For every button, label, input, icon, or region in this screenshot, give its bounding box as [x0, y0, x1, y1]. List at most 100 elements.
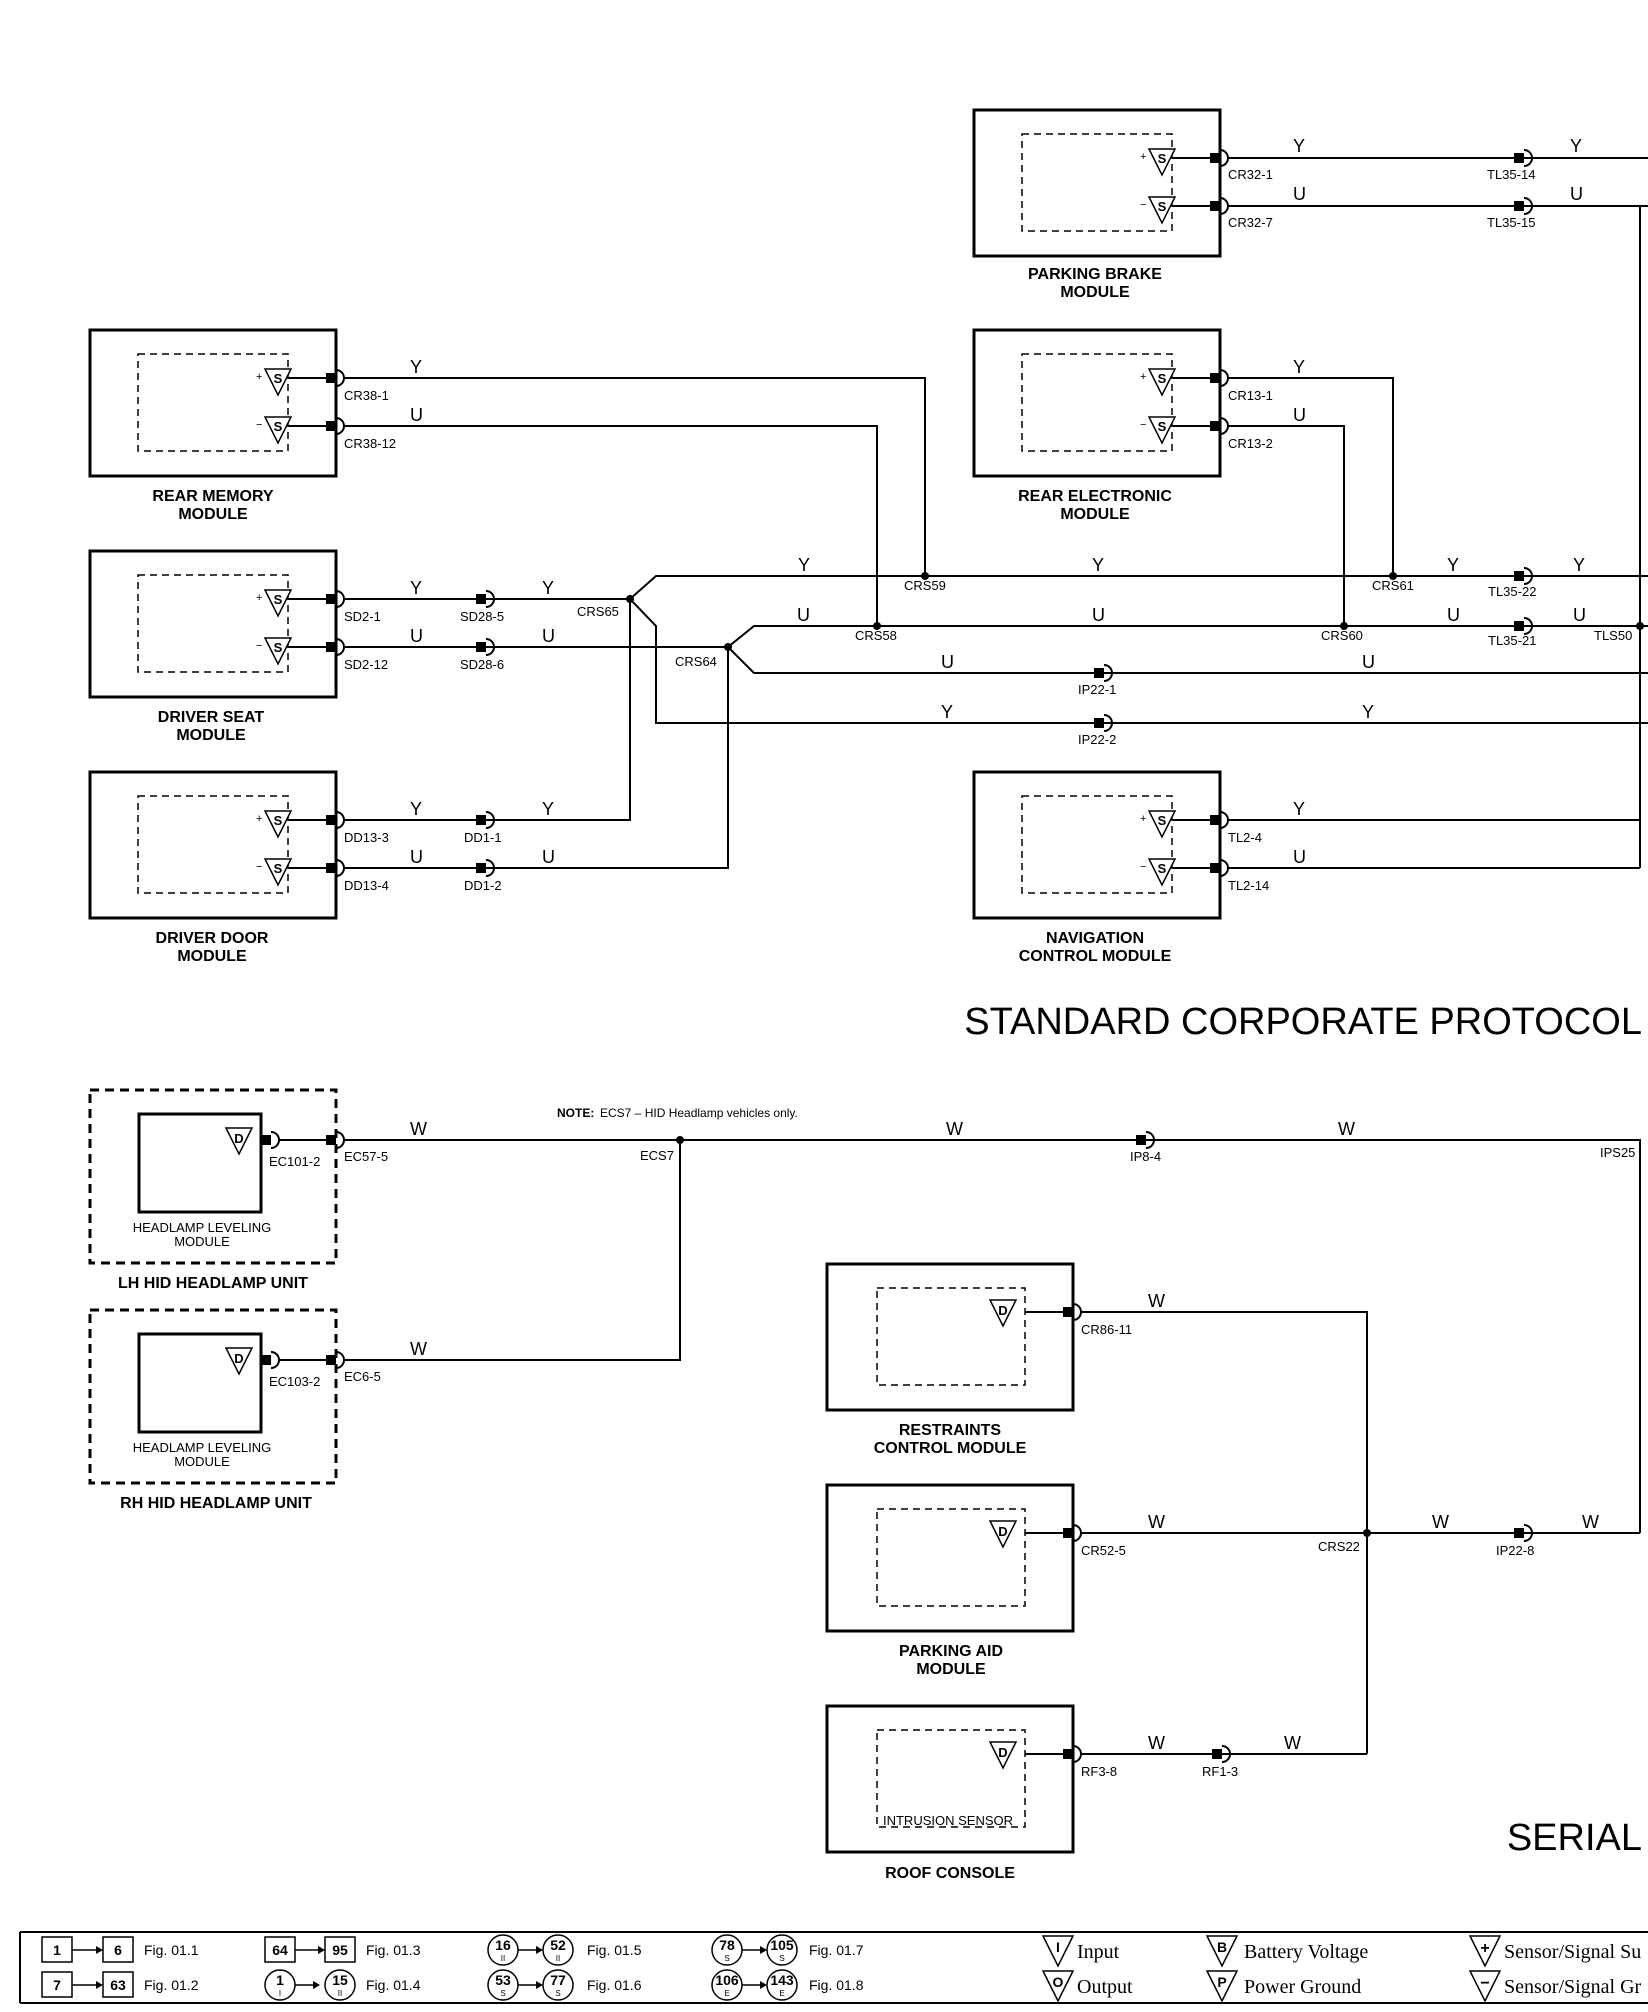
svg-text:53: 53	[495, 1972, 511, 1988]
svg-text:CR38-12: CR38-12	[344, 436, 396, 451]
svg-text:IP22-8: IP22-8	[1496, 1543, 1534, 1558]
rear-memory-module[interactable]	[88, 328, 346, 478]
svg-text:CRS64: CRS64	[675, 654, 717, 669]
svg-text:U: U	[410, 405, 423, 425]
svg-text:SD2-1: SD2-1	[344, 609, 381, 624]
scp-splices	[626, 572, 1644, 651]
svg-text:6: 6	[114, 1942, 122, 1958]
svg-text:EC57-5: EC57-5	[344, 1149, 388, 1164]
svg-text:IP22-1: IP22-1	[1078, 682, 1116, 697]
svg-text:143: 143	[770, 1972, 794, 1988]
svg-text:CRS58: CRS58	[855, 628, 897, 643]
svg-text:MODULE: MODULE	[916, 1661, 986, 1678]
svg-text:TL35-22: TL35-22	[1488, 584, 1536, 599]
svg-text:CRS22: CRS22	[1318, 1539, 1360, 1554]
roof-console-label: ROOF CONSOLE	[885, 1865, 1015, 1882]
svg-text:77: 77	[550, 1972, 566, 1988]
serial-splices	[676, 1136, 1371, 1537]
svg-text:CR32-1: CR32-1	[1228, 167, 1273, 182]
lh-hid-label: LH HID HEADLAMP UNIT	[118, 1275, 308, 1292]
svg-text:U: U	[1293, 405, 1306, 425]
svg-text:E: E	[779, 1989, 784, 1998]
svg-text:U: U	[542, 847, 555, 867]
legend-output-symbol: O Output	[1041, 1970, 1133, 2003]
svg-text:MODULE: MODULE	[1060, 506, 1130, 523]
serial-pin-labels: EC101-2 EC57-5 ECS7 IP8-4 IPS25 EC103-2 …	[269, 1145, 1635, 1779]
navigation-control-module[interactable]	[972, 770, 1230, 920]
driver-seat-module[interactable]	[88, 549, 346, 699]
svg-text:Fig. 01.8: Fig. 01.8	[809, 1977, 864, 1993]
svg-text:U: U	[542, 626, 555, 646]
serial-wires	[344, 1139, 1641, 1755]
svg-text:U: U	[1293, 847, 1306, 867]
svg-text:52: 52	[550, 1937, 566, 1953]
legend-signal-ground-symbol: − Sensor/Signal Gr	[1468, 1970, 1642, 2003]
svg-text:W: W	[1284, 1733, 1301, 1753]
svg-text:DD1-1: DD1-1	[464, 830, 502, 845]
svg-text:Output: Output	[1077, 1976, 1133, 1998]
svg-text:U: U	[1293, 184, 1306, 204]
svg-text:NOTE:: NOTE:	[557, 1106, 594, 1120]
svg-text:MODULE: MODULE	[176, 727, 246, 744]
driver-door-module[interactable]	[88, 770, 346, 920]
rh-hid-label: RH HID HEADLAMP UNIT	[120, 1495, 312, 1512]
parking-brake-module[interactable]	[972, 108, 1230, 258]
rear-memory-label: REAR MEMORY	[152, 488, 274, 505]
legend-fig-01-3: 64 95 Fig. 01.3	[264, 1936, 421, 1963]
svg-text:TL35-15: TL35-15	[1487, 215, 1535, 230]
legend-fig-01-5: 16 II 52 II Fig. 01.5	[487, 1934, 642, 1966]
svg-text:MODULE: MODULE	[1060, 284, 1130, 301]
svg-text:16: 16	[495, 1937, 511, 1953]
svg-text:+: +	[1480, 1940, 1489, 1957]
svg-text:U: U	[1362, 652, 1375, 672]
rear-electronic-label: REAR ELECTRONIC	[1018, 488, 1172, 505]
svg-text:DD13-4: DD13-4	[344, 878, 389, 893]
svg-text:W: W	[1432, 1512, 1449, 1532]
svg-text:Fig. 01.3: Fig. 01.3	[366, 1942, 421, 1958]
svg-text:Y: Y	[410, 578, 422, 598]
svg-text:P: P	[1217, 1974, 1226, 1990]
svg-text:Y: Y	[410, 357, 422, 377]
parking-aid-module[interactable]	[825, 1483, 1083, 1633]
svg-text:MODULE: MODULE	[177, 948, 247, 965]
svg-text:1: 1	[53, 1942, 61, 1958]
svg-text:CRS59: CRS59	[904, 578, 946, 593]
svg-text:W: W	[410, 1339, 427, 1359]
svg-text:O: O	[1053, 1974, 1064, 1990]
svg-text:S: S	[724, 1954, 729, 1963]
svg-text:TL2-14: TL2-14	[1228, 878, 1269, 893]
rh-hid-headlamp-unit[interactable]: D	[88, 1308, 345, 1485]
svg-text:Y: Y	[798, 555, 810, 575]
svg-text:RF3-8: RF3-8	[1081, 1764, 1117, 1779]
svg-text:II: II	[501, 1954, 505, 1963]
restraints-control-module[interactable]	[825, 1262, 1083, 1412]
roof-console-module[interactable]	[825, 1704, 1083, 1854]
svg-text:SD28-5: SD28-5	[460, 609, 504, 624]
svg-text:Fig. 01.5: Fig. 01.5	[587, 1942, 642, 1958]
svg-text:ECS7: ECS7	[640, 1148, 674, 1163]
svg-text:Fig. 01.4: Fig. 01.4	[366, 1977, 421, 1993]
svg-text:U: U	[1092, 605, 1105, 625]
note: NOTE: ECS7 – HID Headlamp vehicles only.	[557, 1106, 798, 1120]
lh-hid-headlamp-unit[interactable]: D	[88, 1088, 345, 1265]
intrusion-sensor-label: INTRUSION SENSOR	[883, 1813, 1013, 1828]
svg-text:S: S	[555, 1989, 560, 1998]
legend-fig-01-7: 78 S 105 S Fig. 01.7	[711, 1934, 864, 1966]
svg-text:Fig. 01.7: Fig. 01.7	[809, 1942, 864, 1958]
svg-text:IP22-2: IP22-2	[1078, 732, 1116, 747]
svg-text:Y: Y	[410, 799, 422, 819]
driver-seat-label: DRIVER SEAT	[158, 709, 265, 726]
rear-electronic-module[interactable]	[972, 328, 1230, 478]
svg-text:IPS25: IPS25	[1600, 1145, 1635, 1160]
svg-text:W: W	[1148, 1733, 1165, 1753]
svg-text:TL2-4: TL2-4	[1228, 830, 1262, 845]
parking-aid-label: PARKING AID	[899, 1643, 1003, 1660]
svg-text:W: W	[1148, 1291, 1165, 1311]
restraints-label: RESTRAINTS	[899, 1422, 1002, 1439]
serial-wire-colors: W W W W W W W W W W	[410, 1119, 1599, 1753]
svg-text:CRS60: CRS60	[1321, 628, 1363, 643]
legend: 1 6 Fig. 01.1 64 95 Fig. 01.3 16 II 52 I…	[19, 1931, 1648, 2004]
svg-text:CONTROL MODULE: CONTROL MODULE	[874, 1440, 1027, 1457]
svg-text:MODULE: MODULE	[178, 506, 248, 523]
svg-text:U: U	[410, 847, 423, 867]
